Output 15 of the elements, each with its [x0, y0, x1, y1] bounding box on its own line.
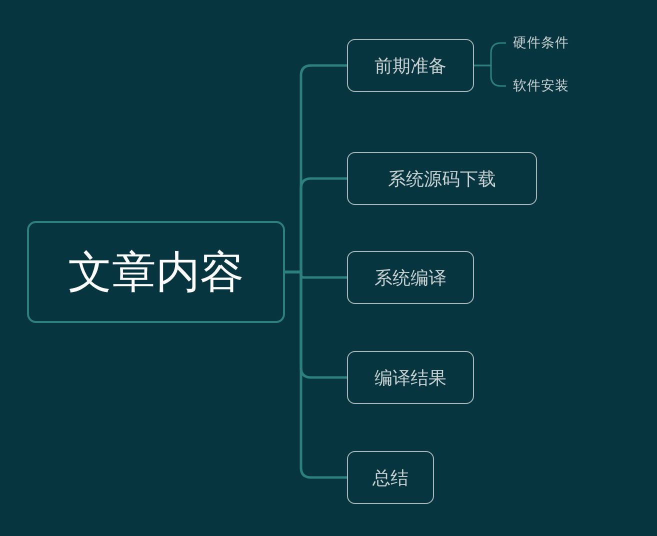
topic-label: 系统编译 — [374, 266, 446, 290]
subtopic-text: 硬件条件 — [513, 34, 569, 52]
topic-box — [347, 152, 537, 205]
topic-label: 编译结果 — [374, 366, 446, 390]
topic-box — [347, 251, 474, 304]
topic-box — [347, 351, 474, 404]
topic-label: 系统源码下载 — [388, 168, 496, 190]
topic-box — [347, 451, 434, 504]
connector-line — [474, 64, 506, 87]
topic-label: 前期准备 — [374, 54, 446, 78]
topic-label: 总结 — [372, 466, 408, 490]
subtopic-text: 软件安装 — [513, 77, 569, 95]
topic-box — [347, 39, 474, 92]
central-topic-box — [27, 221, 285, 323]
topic-label: 文章内容 — [68, 246, 244, 300]
